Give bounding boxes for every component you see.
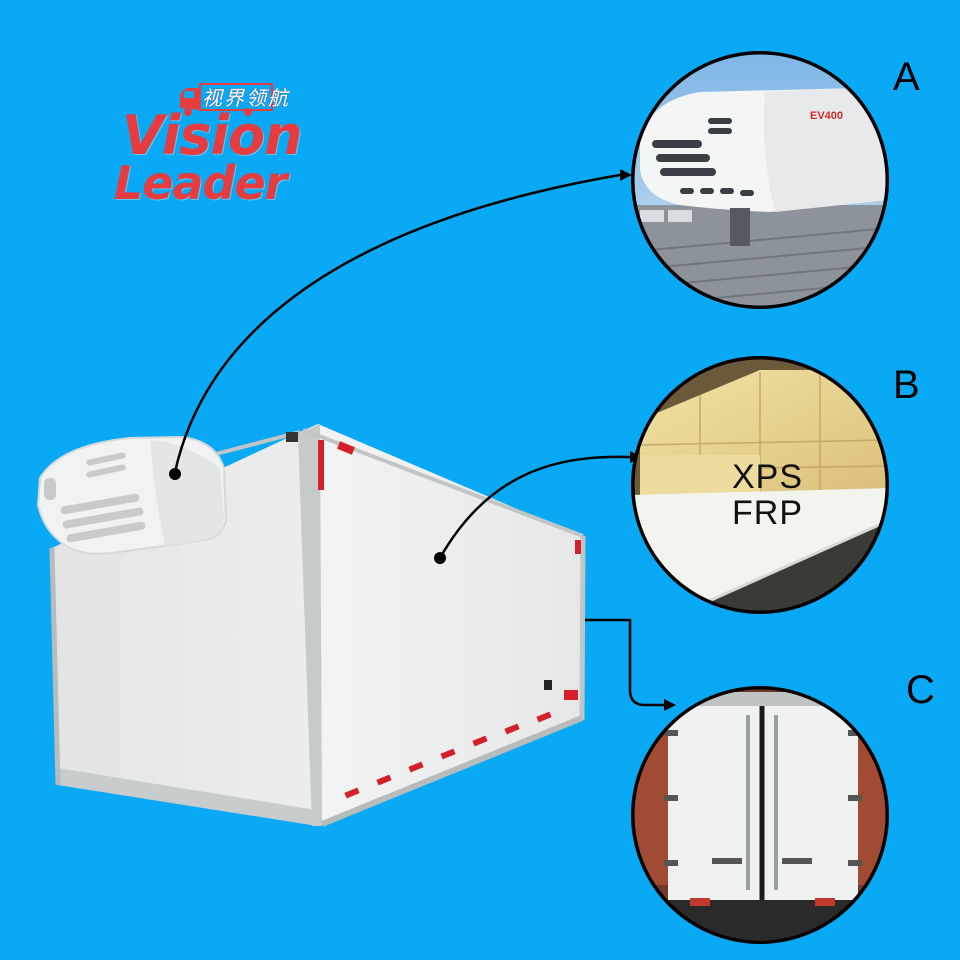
frp-label: FRP: [732, 494, 803, 532]
inset-c: [631, 686, 889, 944]
connector-c: [585, 618, 666, 707]
reflector-strip: [318, 440, 581, 799]
xps-label: XPS: [732, 458, 804, 496]
logo-word-leader: Leader: [114, 156, 287, 210]
callout-letter-b: B: [893, 363, 920, 407]
logo-truck-icon: [180, 83, 273, 116]
refrigeration-unit: [36, 435, 228, 555]
brand-logo: 视界领航 Vision Leader: [110, 78, 330, 210]
logo-word-vision: Vision: [122, 104, 303, 167]
logo-chinese-text: 视界领航: [202, 86, 290, 110]
inset-b: [631, 356, 889, 614]
inset-a: [631, 51, 889, 309]
corner-post: [298, 424, 322, 826]
callout-letter-a: A: [893, 55, 920, 99]
connector-a: [173, 173, 621, 473]
unit-model-tag: EV400: [810, 110, 844, 122]
callout-connectors: [173, 173, 666, 707]
callout-letter-c: C: [906, 668, 935, 712]
connector-b: [438, 455, 631, 559]
